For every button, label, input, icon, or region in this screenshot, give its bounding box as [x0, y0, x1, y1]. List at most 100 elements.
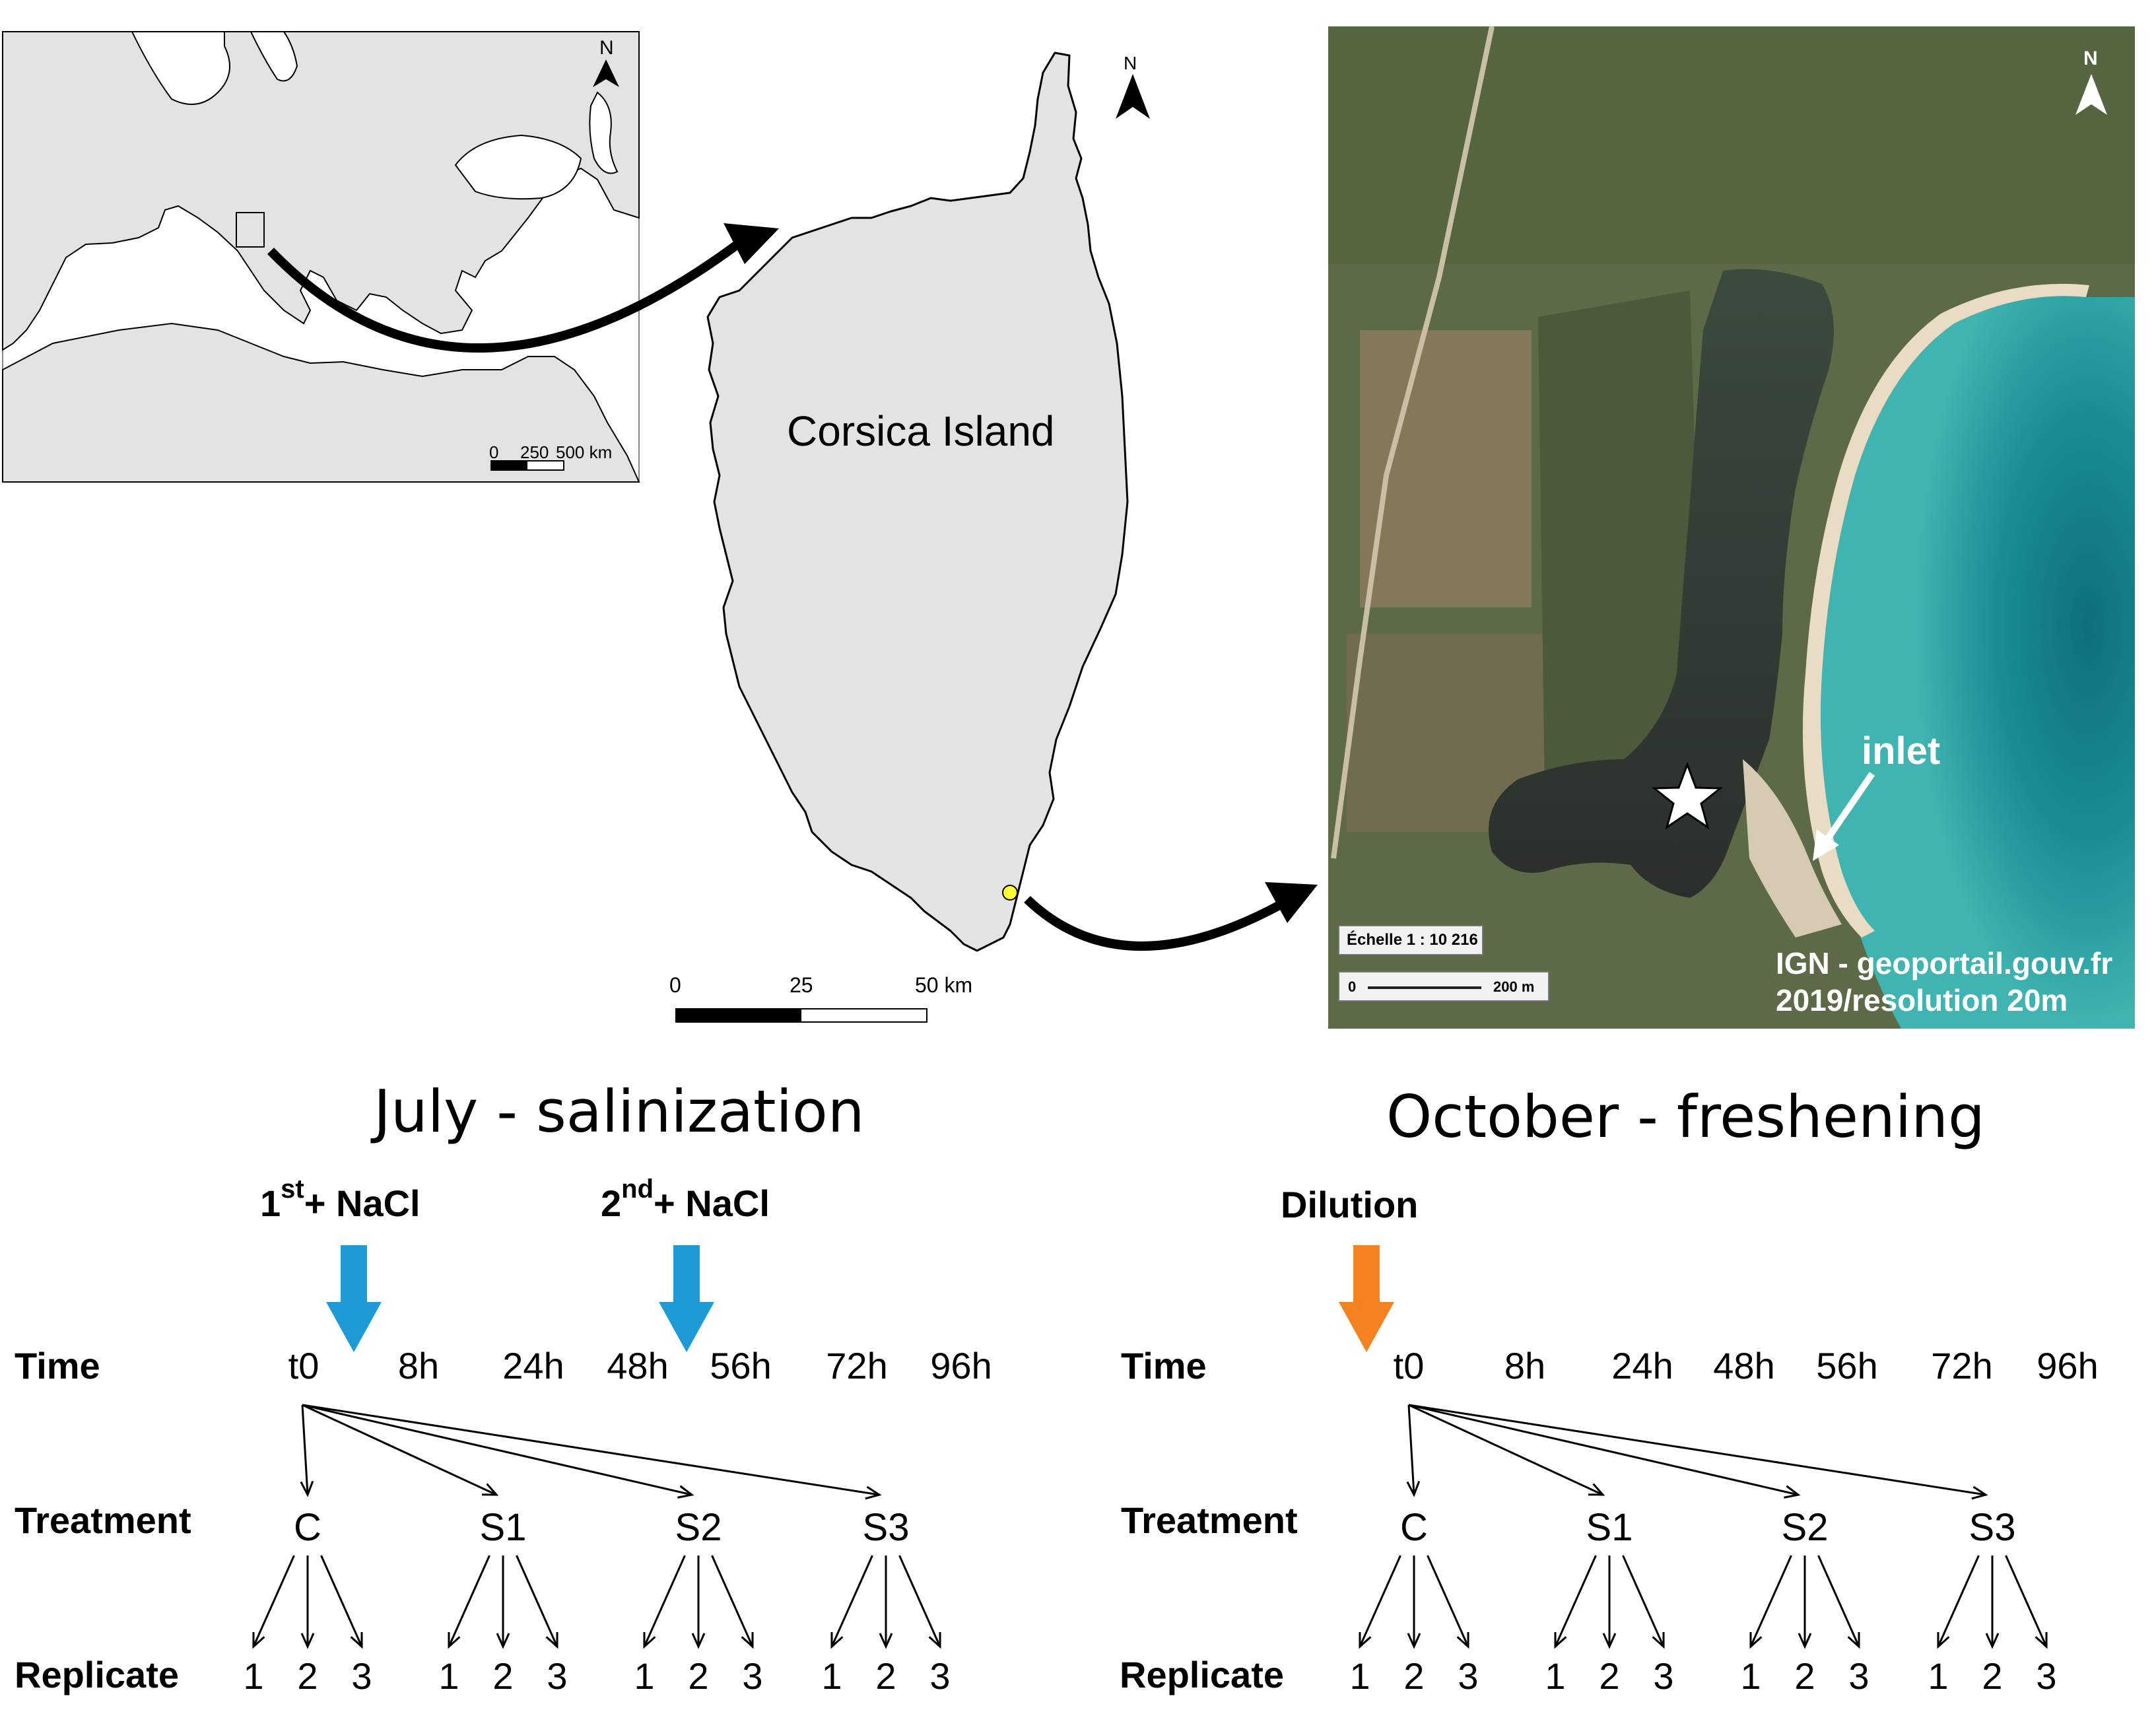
october-S2-replicate-3: 3: [1848, 1655, 1870, 1697]
lagoon: [1489, 269, 1834, 898]
distance-label-0: 0: [1348, 978, 1357, 995]
july-arrow-C-rep1: [252, 1555, 295, 1647]
july-arrow-t0-S2: [302, 1404, 692, 1496]
october-arrow-C-rep3: [1427, 1555, 1469, 1647]
corsica-to-satellite-arrow: [1024, 895, 1283, 951]
july-S2-replicate-2: 2: [688, 1655, 709, 1697]
road: [1331, 26, 1495, 859]
satellite-image: [1328, 26, 2135, 1029]
october-arrow-t0-C: [1407, 1404, 1415, 1495]
october-S1-replicate-1: 1: [1545, 1655, 1566, 1697]
october-arrow-C-rep3-head: [1456, 1631, 1469, 1649]
october-arrow-t0-S3: [1408, 1404, 1986, 1496]
july-S3-replicate-1: 1: [821, 1655, 842, 1697]
inlet-label: inlet: [1862, 730, 1941, 772]
october-treatment-S3: S3: [1969, 1506, 2016, 1549]
scale-box-label: Échelle 1 : 10 216: [1347, 931, 1478, 949]
october-arrow-t0-S2-head: [1784, 1485, 1801, 1499]
october-timepoint-48h: 48h: [1713, 1345, 1775, 1386]
july-arrow-t0-S1: [302, 1404, 497, 1496]
july-arrow-t0-S3: [302, 1404, 880, 1496]
october-C-replicate-1: 1: [1349, 1655, 1370, 1697]
july-title: July - salinization: [374, 1077, 865, 1146]
october-S3-replicate-3: 3: [2036, 1655, 2057, 1697]
july-arrow-t0-S1-head: [481, 1483, 499, 1496]
europe-north-arrow-icon: [593, 59, 619, 87]
corsica-locator-box: [236, 212, 265, 248]
july-arrow-t0-S3-head: [865, 1486, 882, 1500]
study-site-marker: [1002, 885, 1018, 901]
july-S1-replicate-2: 2: [492, 1655, 514, 1697]
october-arrow-t0-S1-head: [1588, 1483, 1605, 1496]
october-arrow-S1-rep3-head: [1652, 1631, 1665, 1649]
july-timepoint-8h: 8h: [397, 1345, 440, 1386]
october-arrow-S1-rep1: [1554, 1555, 1597, 1647]
july-arrow-S1-rep1-head: [448, 1631, 461, 1649]
october-arrow-S3-rep3: [2005, 1555, 2048, 1647]
july-S2-replicate-1: 1: [634, 1655, 655, 1697]
october-treatment-S2: S2: [1781, 1506, 1829, 1549]
july-timepoint-72h: 72h: [826, 1345, 888, 1386]
october-arrow-S3-rep1-head: [1937, 1631, 1950, 1649]
inlet-arrow: [1820, 772, 1875, 847]
july-arrow-S1-rep2-head: [496, 1633, 510, 1649]
corsica-scale-label-25: 25: [790, 973, 813, 997]
october-S2-replicate-2: 2: [1794, 1655, 1815, 1697]
july-replicate-label: Replicate: [15, 1654, 179, 1695]
october-timepoint-56h: 56h: [1816, 1345, 1878, 1386]
july-S2-replicate-3: 3: [742, 1655, 763, 1697]
july-event-1-label: 1st+ NaCl: [260, 1175, 421, 1224]
july-timepoint-96h: 96h: [930, 1345, 992, 1386]
october-event-arrow: [1353, 1245, 1380, 1303]
europe-north-label: N: [599, 37, 614, 59]
july-arrow-C-rep3: [320, 1555, 363, 1647]
map-connector-arrows: [267, 223, 1318, 951]
july-arrow-C-rep3-head: [350, 1631, 363, 1649]
july-arrow-S2-rep3: [711, 1555, 754, 1647]
baltic-sea: [250, 31, 298, 82]
north-sea: [131, 31, 230, 105]
october-arrow-S3-rep3-head: [2035, 1631, 2048, 1649]
july-arrow-S2-rep1: [643, 1555, 686, 1647]
july-treatment-C: C: [294, 1506, 321, 1549]
july-arrow-S3-rep1: [830, 1555, 873, 1647]
july-arrow-S1-rep3: [516, 1555, 558, 1647]
corsica-north-arrow-icon: [1116, 74, 1150, 119]
july-arrow-C-rep1-head: [252, 1631, 265, 1649]
europe-map: [2, 31, 640, 483]
july-S3-replicate-3: 3: [929, 1655, 951, 1697]
july-C-replicate-1: 1: [243, 1655, 264, 1697]
corsica-island-label: Corsica Island: [787, 407, 1055, 455]
credit-line-2: 2019/resolution 20m: [1776, 983, 2068, 1017]
july-arrow-S1-rep1: [448, 1555, 490, 1647]
july-arrow-S3-rep2-head: [879, 1633, 893, 1649]
october-arrow-C-rep2-head: [1407, 1633, 1421, 1649]
july-event1-arrow: [341, 1245, 367, 1303]
july-treatment-S3: S3: [862, 1506, 910, 1549]
october-timepoint-96h: 96h: [2037, 1345, 2099, 1386]
october-arrow-S3-rep2-head: [1985, 1633, 2000, 1649]
july-arrow-S1-rep3-head: [545, 1631, 558, 1649]
july-timepoint-56h: 56h: [710, 1345, 772, 1386]
october-arrow-t0-S3-head: [1971, 1486, 1988, 1500]
july-S1-replicate-3: 3: [547, 1655, 568, 1697]
corsica-scale-label-0: 0: [669, 973, 681, 997]
july-event2-arrow: [673, 1245, 700, 1303]
satellite-north-label: N: [2083, 48, 2098, 69]
corsica-scale-label-50: 50 km: [915, 973, 973, 997]
october-S1-replicate-2: 2: [1599, 1655, 1620, 1697]
october-C-replicate-3: 3: [1458, 1655, 1479, 1697]
satellite-north-arrow-icon: [2075, 74, 2107, 115]
october-C-replicate-2: 2: [1403, 1655, 1425, 1697]
october-S1-replicate-3: 3: [1653, 1655, 1674, 1697]
july-arrow-t0-S2-head: [677, 1485, 694, 1499]
credit-line-1: IGN - geoportail.gouv.fr: [1776, 946, 2113, 980]
october-arrow-S2-rep1-head: [1749, 1631, 1763, 1649]
october-arrow-S1-rep2-head: [1602, 1633, 1617, 1649]
october-arrow-t0-S1: [1408, 1404, 1603, 1496]
october-arrow-S3-rep1: [1937, 1555, 1980, 1647]
october-event-label: Dilution: [1281, 1184, 1419, 1225]
october-timepoint-72h: 72h: [1931, 1345, 1993, 1386]
october-arrow-S2-rep3: [1817, 1555, 1860, 1647]
